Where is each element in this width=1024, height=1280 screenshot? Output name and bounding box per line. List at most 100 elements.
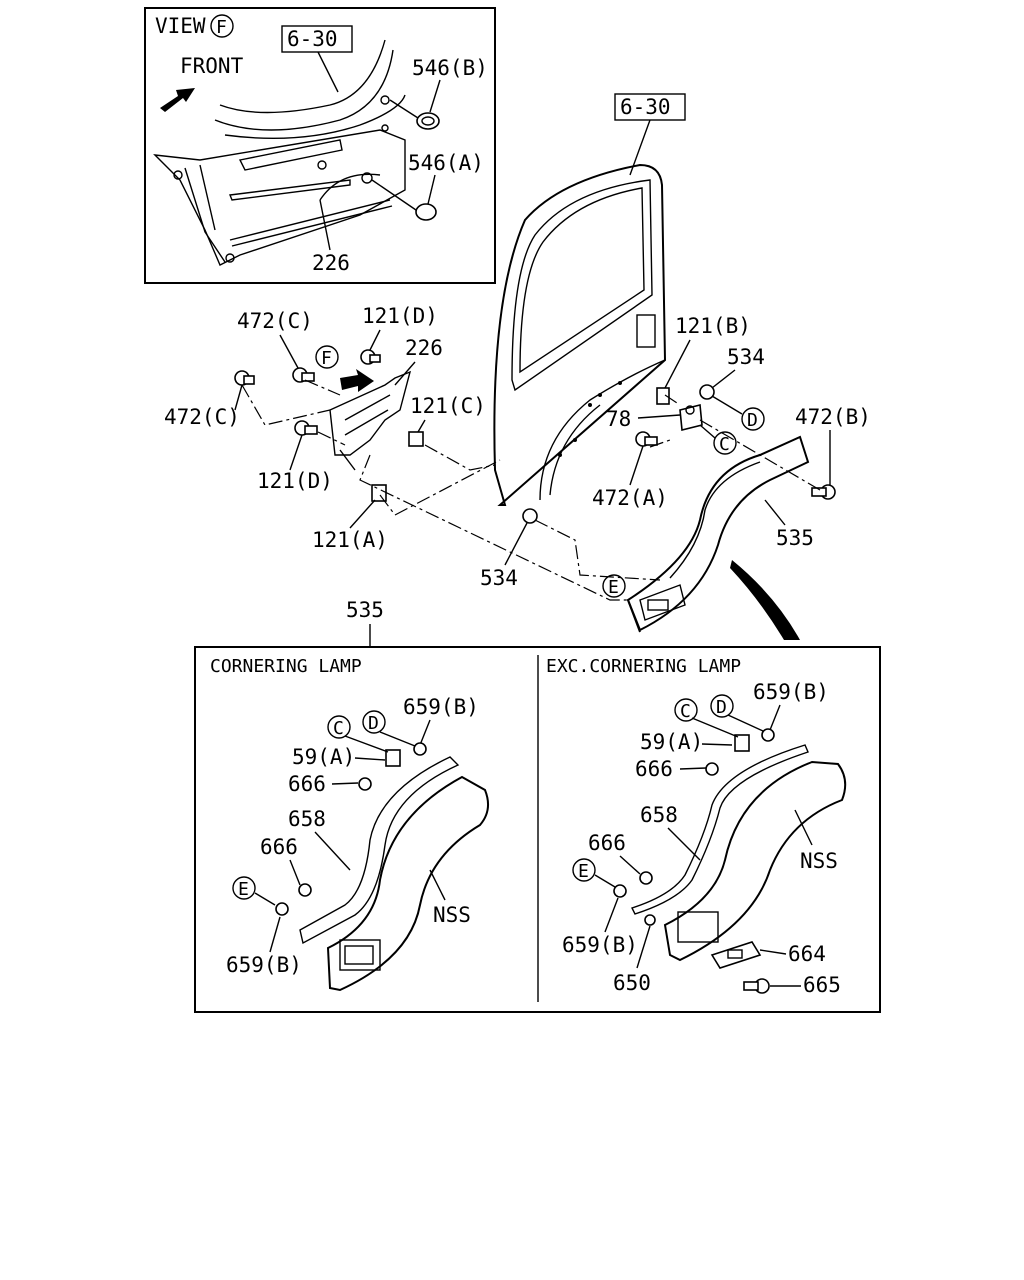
door-window: [511, 179, 653, 392]
right-screw-650: [644, 914, 656, 926]
view-letter: F: [216, 17, 227, 38]
bolt-472c-left: [234, 370, 255, 386]
bracket-78: [679, 403, 703, 432]
right-clip-59a: [734, 734, 750, 752]
right-lens-664: [710, 941, 762, 969]
detail-arrow-icon: [730, 560, 800, 640]
right-label-650: 650: [613, 971, 651, 995]
right-callout-e: E: [578, 861, 589, 882]
right-label-659b-top: 659(B): [753, 680, 829, 704]
bolt-472c-top: [292, 367, 315, 383]
left-label-659b-bot: 659(B): [226, 953, 302, 977]
label-121d-bot: 121(D): [257, 469, 333, 493]
left-label-nss: NSS: [433, 903, 471, 927]
front-label: FRONT: [180, 54, 244, 78]
left-clip-59a: [385, 749, 401, 767]
label-78: 78: [606, 407, 631, 431]
label-472c-top: 472(C): [237, 309, 313, 333]
right-bolt-666a: [705, 762, 719, 776]
main-assembly: 6-30 F: [164, 93, 871, 646]
right-bolt-666b: [639, 871, 653, 885]
callout-c: C: [719, 434, 730, 455]
left-bolt-659b-top: [413, 742, 427, 756]
cab-panel-outline: [219, 39, 386, 114]
label-472a: 472(A): [592, 486, 668, 510]
label-546a: 546(A): [408, 151, 484, 175]
left-moulding-658: [299, 756, 460, 945]
view-ref: 6-30: [287, 27, 338, 51]
callout-f-circle: [315, 345, 339, 369]
door-outline: [493, 163, 667, 506]
right-label-659b-bot: 659(B): [562, 933, 638, 957]
left-label-59a: 59(A): [292, 745, 355, 769]
left-label-659b-top: 659(B): [403, 695, 479, 719]
right-label-59a: 59(A): [640, 730, 703, 754]
front-arrow-icon: [160, 88, 195, 112]
right-label-666a: 666: [635, 757, 673, 781]
label-472c-left: 472(C): [164, 405, 240, 429]
detail-frame: [194, 646, 881, 1013]
step-bracket-226: [153, 129, 406, 266]
left-label-666a: 666: [288, 772, 326, 796]
label-472b: 472(B): [795, 405, 871, 429]
view-letter-circle: [210, 14, 234, 38]
label-226: 226: [405, 336, 443, 360]
clip-121b: [656, 387, 670, 405]
label-534-top: 534: [727, 345, 765, 369]
bolt-534-bot: [522, 508, 538, 524]
callout-e-circle: [602, 574, 626, 598]
detail-panel: CORNERING LAMP EXC.CORNERING LAMP C D 65…: [194, 646, 881, 1013]
right-label-666b: 666: [588, 831, 626, 855]
left-fender: [326, 775, 490, 992]
view-ref-box: [281, 25, 353, 53]
grommet-546b: [416, 112, 440, 130]
label-534-bot: 534: [480, 566, 518, 590]
label-121a: 121(A): [312, 528, 388, 552]
label-535-right: 535: [776, 526, 814, 550]
view-f-arrow-icon: [340, 369, 374, 392]
right-callout-d: D: [716, 697, 727, 718]
bolt-472a: [635, 431, 658, 447]
label-121c: 121(C): [410, 394, 486, 418]
right-label-665: 665: [803, 973, 841, 997]
label-121d-top: 121(D): [362, 304, 438, 328]
label-226-view: 226: [312, 251, 350, 275]
label-546b: 546(B): [412, 56, 488, 80]
callout-d: D: [747, 410, 758, 431]
cornering-lamp-title: CORNERING LAMP: [210, 656, 362, 677]
left-label-666b: 666: [260, 835, 298, 859]
detail-right: C D 659(B) 59(A) 666 658 666 E 659(B): [562, 680, 847, 997]
exc-cornering-lamp-title: EXC.CORNERING LAMP: [546, 656, 741, 677]
fender-535: [626, 435, 810, 632]
left-callout-d: D: [368, 713, 379, 734]
right-bolt-659b-bot: [613, 884, 627, 898]
bolt-534-top: [699, 384, 715, 400]
left-bolt-659b-bot: [275, 902, 289, 916]
label-535-top: 535: [346, 598, 384, 622]
right-bolt-659b-top: [761, 728, 775, 742]
left-bolt-666b: [298, 883, 312, 897]
detail-left: C D 659(B) 59(A) 666 658 666 E 659(B): [226, 695, 490, 992]
right-screw-665: [743, 978, 770, 994]
right-label-664: 664: [788, 942, 826, 966]
callout-e: E: [608, 577, 619, 598]
left-cornering-lamp: [339, 939, 381, 971]
view-f-frame: [144, 7, 496, 284]
right-fender: [663, 760, 847, 962]
view-title: VIEW: [155, 14, 206, 38]
callout-d-circle: [741, 407, 765, 431]
clip-121c: [408, 431, 424, 447]
left-label-658: 658: [288, 807, 326, 831]
bolt-472b: [811, 484, 836, 500]
clip-121a: [371, 484, 387, 502]
main-ref: 6-30: [620, 95, 671, 119]
right-label-658: 658: [640, 803, 678, 827]
label-121b: 121(B): [675, 314, 751, 338]
left-callout-e: E: [238, 879, 249, 900]
callout-f: F: [321, 348, 332, 369]
left-bolt-666a: [358, 777, 372, 791]
view-f-panel: VIEW F FRONT 6-30 546(B) 546(A): [144, 7, 496, 284]
callout-c-circle: [713, 431, 737, 455]
bracket-226: [329, 370, 412, 456]
right-moulding-658: [631, 744, 809, 915]
